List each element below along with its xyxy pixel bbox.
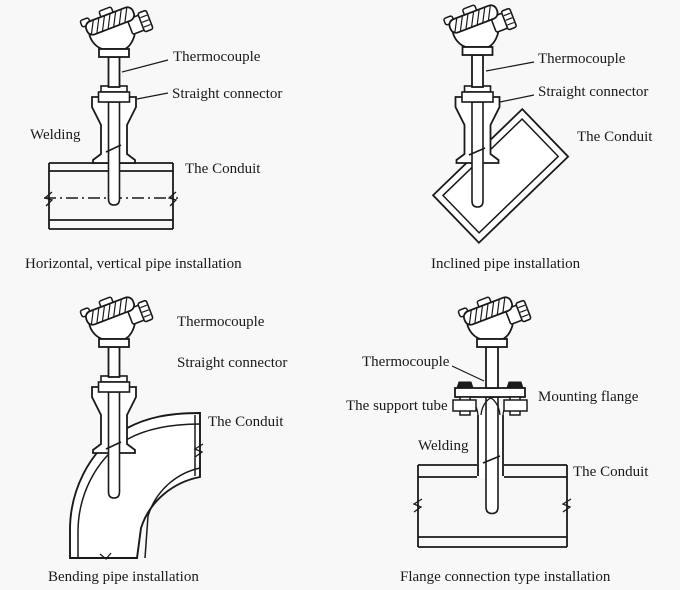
label-thermocouple: Thermocouple — [173, 49, 261, 65]
leader-thermocouple — [121, 59, 169, 73]
bolt-nut-right — [503, 399, 528, 412]
panel-flange-connection: Thermocouple Mounting flange The support… — [346, 289, 649, 585]
label-thermocouple: Thermocouple — [362, 354, 450, 370]
welding-mark — [482, 455, 501, 464]
thermocouple-stem — [485, 346, 499, 389]
straight-connector-nut — [97, 85, 131, 103]
label-welding: Welding — [418, 438, 469, 454]
straight-connector-nut — [97, 375, 131, 393]
thermocouple-stem — [471, 54, 484, 88]
label-conduit: The Conduit — [208, 414, 284, 430]
thermocouple-probe — [107, 101, 121, 206]
welding-mark — [468, 147, 486, 156]
thermocouple-head — [456, 289, 533, 348]
thermocouple-stem — [107, 56, 121, 88]
pipe-break-marks — [43, 191, 178, 207]
panel-caption: Horizontal, vertical pipe installation — [25, 256, 242, 272]
label-conduit: The Conduit — [573, 464, 649, 480]
thermocouple-head — [78, 289, 155, 348]
thermocouple-probe — [485, 396, 499, 515]
thermocouple-probe — [471, 101, 484, 208]
leader-thermocouple — [485, 61, 535, 72]
leader-straight-connector — [499, 94, 535, 103]
panel-inclined-pipe: Thermocouple Straight connector The Cond… — [431, 0, 653, 272]
conduit-pipe-elbow — [69, 412, 204, 560]
label-straight-connector: Straight connector — [177, 355, 287, 371]
thermocouple-stem — [107, 346, 121, 378]
bolt-nut-left — [452, 399, 477, 412]
welding-mark — [105, 441, 122, 450]
mounting-flange — [452, 381, 528, 416]
straight-connector-nut — [461, 85, 494, 103]
label-conduit: The Conduit — [185, 161, 261, 177]
label-mounting-flange: Mounting flange — [538, 389, 639, 405]
label-straight-connector: Straight connector — [538, 84, 648, 100]
bolt-head-right — [506, 381, 524, 389]
pipe-break-marks — [412, 498, 572, 513]
leader-straight-connector — [136, 92, 169, 100]
conduit-pipe-inclined — [431, 107, 570, 245]
bolt-head-left — [456, 381, 474, 389]
panel-caption: Flange connection type installation — [400, 569, 611, 585]
thermocouple-head — [78, 0, 155, 58]
label-welding: Welding — [30, 127, 81, 143]
welding-mark — [105, 144, 122, 153]
panel-bending-pipe: Thermocouple Straight connector The Cond… — [48, 289, 287, 585]
thermocouple-head — [441, 0, 518, 56]
label-conduit: The Conduit — [577, 129, 653, 145]
label-support-tube: The support tube — [346, 398, 448, 414]
panel-horizontal-vertical-pipe: Thermocouple Straight connector Welding … — [25, 0, 282, 272]
pipe-break-marks — [99, 443, 204, 560]
label-thermocouple: Thermocouple — [538, 51, 626, 67]
label-thermocouple: Thermocouple — [177, 314, 265, 330]
panel-caption: Inclined pipe installation — [431, 256, 581, 272]
panel-caption: Bending pipe installation — [48, 569, 199, 585]
label-straight-connector: Straight connector — [172, 86, 282, 102]
leader-thermocouple — [451, 365, 485, 382]
flange-plate — [454, 387, 526, 398]
